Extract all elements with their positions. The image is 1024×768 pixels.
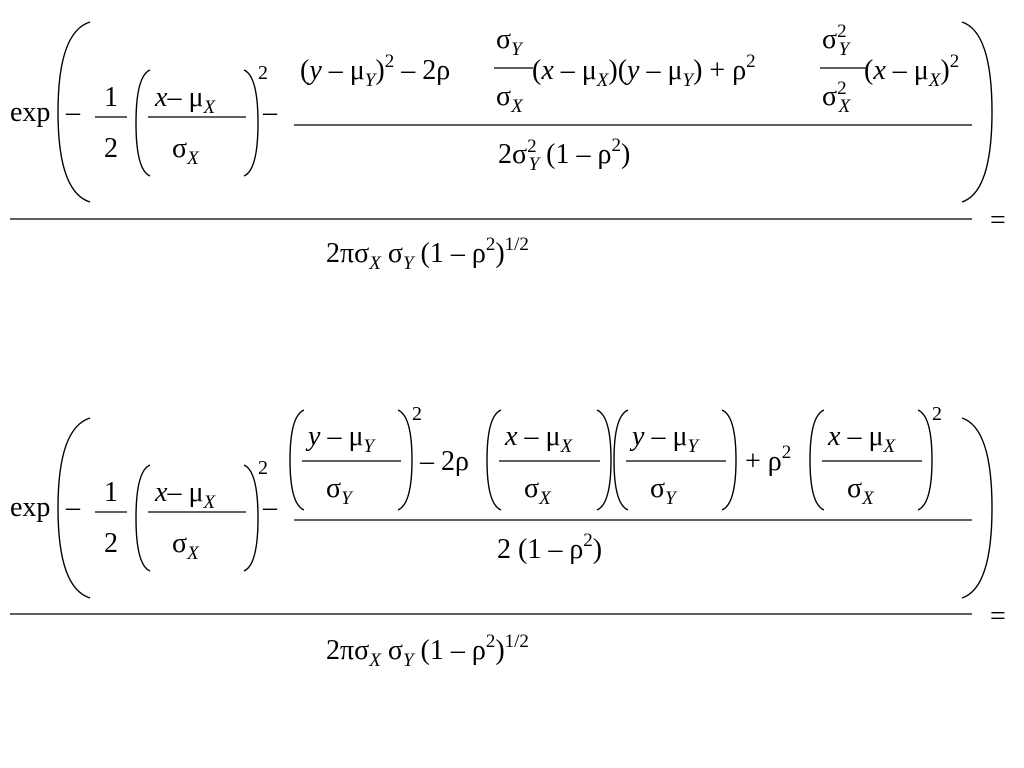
std-x-denominator: σX xyxy=(172,528,200,564)
term-d-denominator: σX xyxy=(847,473,875,509)
rhs-minus-sign: – xyxy=(262,97,278,128)
equals-sign: = xyxy=(990,601,1006,632)
term-d-exponent: 2 xyxy=(932,403,942,425)
std-x-numerator: x– μX xyxy=(154,477,216,513)
term-a-exponent: 2 xyxy=(412,403,422,425)
half-denominator: 2 xyxy=(104,133,118,164)
big-fraction-denominator: 2 (1 – ρ2) xyxy=(497,530,602,565)
term-a-denominator: σY xyxy=(326,473,354,509)
std-x-numerator: x– μX xyxy=(154,82,216,118)
outer-left-paren xyxy=(57,417,91,599)
numerator-middle-terms: (x – μX)(y – μY) + ρ2 xyxy=(532,51,756,91)
std-x-right-paren xyxy=(243,464,259,572)
half-numerator: 1 xyxy=(104,82,118,113)
numerator-last-term: (x – μX)2 xyxy=(864,51,959,91)
big-fraction-numerator: (y – μY)2 – 2ρ xyxy=(300,51,450,91)
std-x-left-paren xyxy=(135,464,151,572)
term-b-denominator: σX xyxy=(524,473,552,509)
rhs-minus-sign: – xyxy=(262,492,278,523)
ratio-numerator: σY xyxy=(496,24,524,60)
exp-label: exp xyxy=(10,492,50,523)
term-mid-operator: – 2ρ xyxy=(419,446,469,477)
equals-sign: = xyxy=(990,205,1006,236)
term-d-left-paren xyxy=(809,409,825,511)
equation-2: exp – 1 2 x– μX σX 2 – y – μY σY 2 – 2ρ … xyxy=(10,403,1006,671)
square-exponent: 2 xyxy=(258,62,268,84)
term-a-left-paren xyxy=(289,409,305,511)
square-exponent: 2 xyxy=(258,457,268,479)
std-x-left-paren xyxy=(135,69,151,177)
minus-sign: – xyxy=(65,97,81,128)
outer-right-paren xyxy=(961,21,993,203)
half-numerator: 1 xyxy=(104,477,118,508)
minus-sign: – xyxy=(65,492,81,523)
equation-1: exp – 1 2 x– μX σX 2 – (y – μY)2 – 2ρ σY… xyxy=(10,21,1006,274)
term-b-left-paren xyxy=(486,409,502,511)
term-d-right-paren xyxy=(917,409,933,511)
term-a-numerator: y – μY xyxy=(305,421,376,457)
term-a-right-paren xyxy=(397,409,413,511)
outer-right-paren xyxy=(961,417,993,599)
exp-label: exp xyxy=(10,97,50,128)
term-c-denominator: σY xyxy=(650,473,678,509)
term-plus-rho: + ρ2 xyxy=(745,442,791,477)
term-b-right-paren xyxy=(596,409,612,511)
term-c-right-paren xyxy=(721,409,737,511)
ratio-denominator: σX xyxy=(496,81,524,117)
term-b-numerator: x – μX xyxy=(504,421,573,457)
std-x-denominator: σX xyxy=(172,133,200,169)
outer-denominator: 2πσX σY (1 – ρ2)1/2 xyxy=(326,234,529,274)
outer-denominator: 2πσX σY (1 – ρ2)1/2 xyxy=(326,631,529,671)
std-x-right-paren xyxy=(243,69,259,177)
outer-left-paren xyxy=(57,21,91,203)
term-c-left-paren xyxy=(613,409,629,511)
term-c-numerator: y – μY xyxy=(629,421,700,457)
term-d-numerator: x – μX xyxy=(827,421,896,457)
half-denominator: 2 xyxy=(104,528,118,559)
